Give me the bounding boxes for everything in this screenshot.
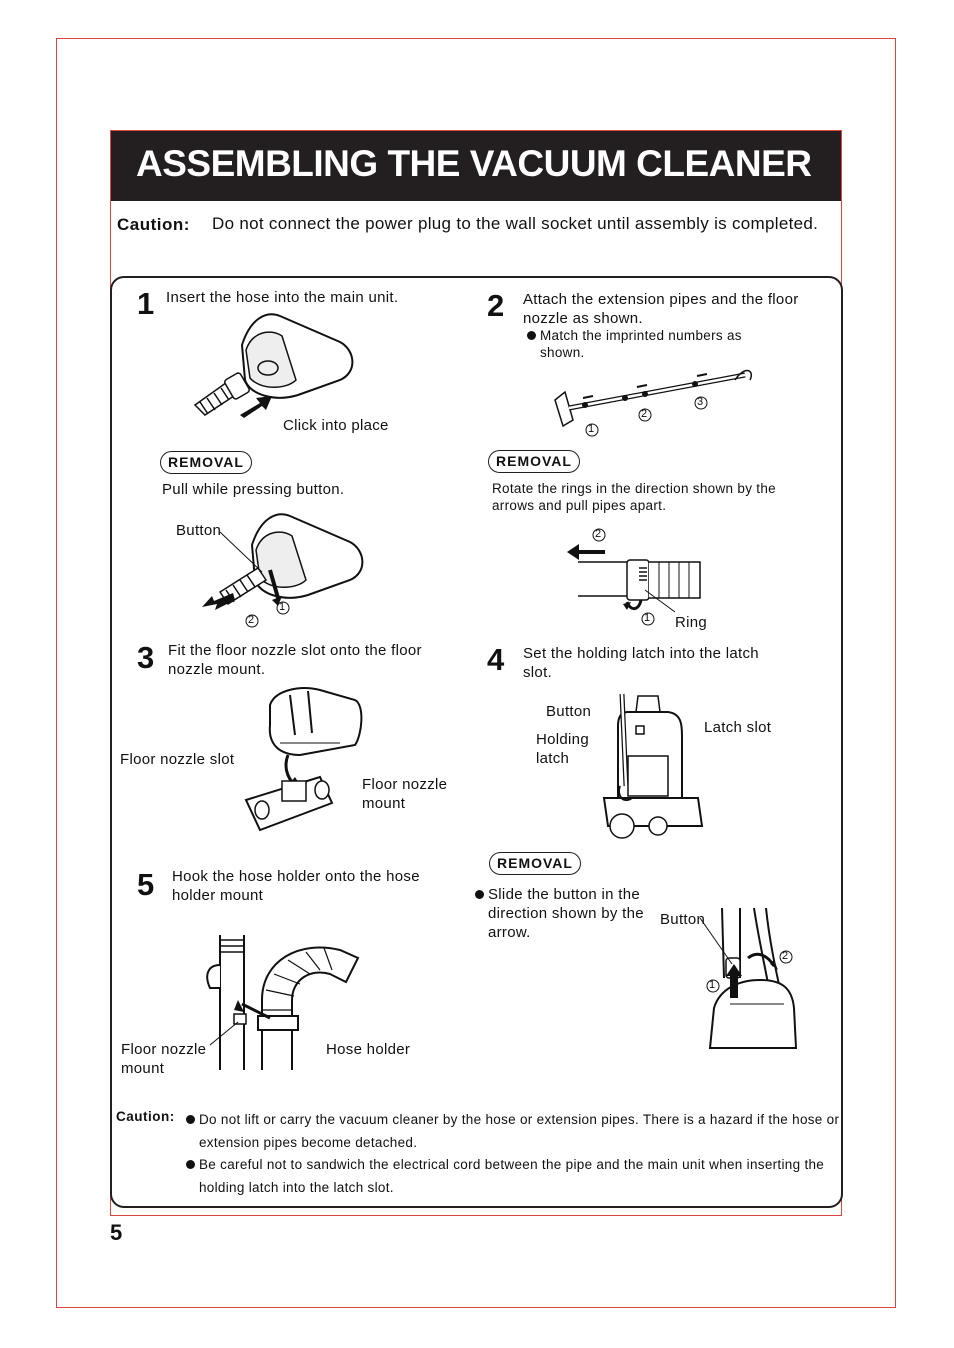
- step-3-text: Fit the floor nozzle slot onto the floor…: [168, 641, 428, 679]
- step-4-removal-mark-1: 1: [709, 979, 715, 991]
- hose-removal-illustration: [200, 510, 380, 620]
- floor-nozzle-slot-label: Floor nozzle slot: [120, 750, 234, 769]
- page-number: 5: [110, 1220, 122, 1246]
- step-4-removal-note: Slide the button in the direction shown …: [475, 885, 655, 942]
- step-2-mark-2: 2: [641, 408, 647, 420]
- ring-label: Ring: [675, 613, 707, 632]
- step-4-removal-badge: REMOVAL: [489, 852, 581, 875]
- step-number-5: 5: [137, 867, 154, 903]
- hose-holder-mount-label: Floor nozzle mount: [121, 1040, 231, 1078]
- bullet-dot: [186, 1160, 195, 1169]
- latch-slot-label: Latch slot: [704, 718, 771, 737]
- hose-insert-illustration: [190, 310, 370, 420]
- step-number-1: 1: [137, 286, 154, 322]
- step-number-3: 3: [137, 640, 154, 676]
- step-1-removal-badge: REMOVAL: [160, 451, 252, 474]
- step-4-removal-button-label: Button: [660, 910, 705, 929]
- page-title: ASSEMBLING THE VACUUM CLEANER: [136, 143, 812, 185]
- step-4-removal-text: Slide the button in the direction shown …: [488, 885, 655, 942]
- hose-holder-label: Hose holder: [326, 1040, 410, 1059]
- step-5-text: Hook the hose holder onto the hose holde…: [172, 867, 432, 905]
- footer-caution-item-1-text: Do not lift or carry the vacuum cleaner …: [199, 1108, 840, 1154]
- holding-latch-label: Holding latch: [536, 730, 606, 768]
- step-2-text: Attach the extension pipes and the floor…: [523, 290, 813, 328]
- floor-nozzle-illustration: [240, 685, 370, 840]
- ring-removal-illustration: [575, 530, 705, 620]
- latch-removal-illustration: [700, 908, 800, 1048]
- caution-text: Do not connect the power plug to the wal…: [212, 213, 824, 235]
- step-number-2: 2: [487, 288, 504, 324]
- floor-nozzle-mount-label: Floor nozzle mount: [362, 775, 472, 813]
- step-1-text: Insert the hose into the main unit.: [166, 288, 416, 307]
- bullet-dot: [186, 1115, 195, 1124]
- step-2-removal-mark-2: 2: [595, 528, 601, 540]
- bullet-dot: [475, 890, 484, 899]
- caution-label: Caution:: [117, 215, 190, 235]
- click-into-place-label: Click into place: [283, 416, 389, 435]
- step-2-mark-3: 3: [697, 396, 703, 408]
- step-2-removal-text: Rotate the rings in the direction shown …: [492, 480, 802, 514]
- footer-caution-item-1: Do not lift or carry the vacuum cleaner …: [186, 1108, 840, 1154]
- extension-pipes-illustration: [545, 360, 755, 440]
- footer-caution-item-2: Be careful not to sandwich the electrica…: [186, 1153, 826, 1199]
- step-number-4: 4: [487, 642, 504, 678]
- step-2-note-text: Match the imprinted numbers as shown.: [540, 327, 787, 361]
- step-2-note: Match the imprinted numbers as shown.: [527, 327, 787, 361]
- bullet-dot: [527, 331, 536, 340]
- step-2-mark-1: 1: [588, 423, 594, 435]
- footer-caution-item-2-text: Be careful not to sandwich the electrica…: [199, 1153, 826, 1199]
- holding-latch-illustration: [598, 686, 710, 846]
- step-4-removal-mark-2: 2: [782, 950, 788, 962]
- step-4-text: Set the holding latch into the latch slo…: [523, 644, 773, 682]
- step-4-button-label: Button: [546, 702, 591, 721]
- footer-caution-label: Caution:: [116, 1109, 175, 1124]
- step-2-removal-badge: REMOVAL: [488, 450, 580, 473]
- step-1-removal-text: Pull while pressing button.: [162, 480, 344, 499]
- step-1-marker-2-text: 2: [248, 614, 254, 626]
- step-2-removal-mark-1: 1: [644, 612, 650, 624]
- step-1-marker-1-text: 1: [279, 601, 285, 613]
